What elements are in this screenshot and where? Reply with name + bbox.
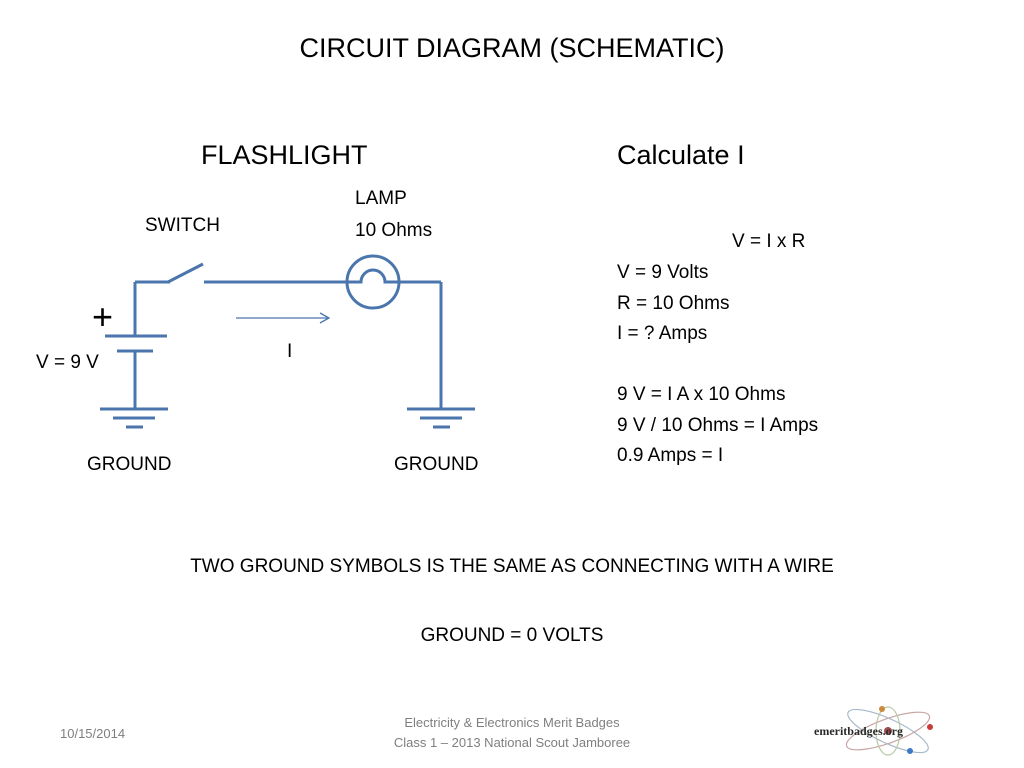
calc-line: 9 V / 10 Ohms = I Amps [617, 414, 819, 436]
logo-text: emeritbadges.org [814, 724, 903, 738]
calculate-heading: Calculate I [617, 140, 745, 170]
calc-line: I = ? Amps [617, 323, 708, 344]
slide-title: CIRCUIT DIAGRAM (SCHEMATIC) [299, 33, 725, 63]
calc-line: R = 10 Ohms [617, 292, 730, 314]
calc-line: 9 V = I A x 10 Ohms [617, 384, 786, 405]
calc-line [617, 350, 818, 381]
footer-line-2: Class 1 – 2013 National Scout Jamboree [393, 735, 631, 750]
ground-right-label: GROUND [394, 454, 479, 475]
lamp-value: 10 Ohms [355, 220, 433, 241]
calc-lines: V = 9 Volts R = 10 Ohms I = ? Amps 9 V =… [617, 258, 818, 472]
lamp-filament [347, 268, 399, 284]
voltage-label: V = 9 V [36, 352, 99, 373]
battery-plus-sign: + [92, 296, 114, 337]
footer-date: 10/15/2014 [60, 726, 126, 741]
footer-center: Electricity & Electronics Merit Badges C… [312, 713, 712, 753]
switch-label: SWITCH [145, 215, 220, 236]
current-arrow-head [319, 312, 331, 324]
flashlight-heading: FLASHLIGHT [201, 140, 368, 170]
ohms-law-formula: V = I x R [732, 231, 806, 252]
calc-line: V = 9 Volts [617, 262, 709, 283]
switch-blade [167, 262, 204, 284]
footer-line-1: Electricity & Electronics Merit Badges [404, 715, 620, 730]
logo-atom-icon: emeritbadges.org [814, 706, 933, 756]
ground-volts-note: GROUND = 0 VOLTS [420, 625, 604, 646]
emeritbadges-logo: emeritbadges.org [812, 705, 936, 757]
lamp-label: LAMP [355, 188, 407, 209]
ground-left-label: GROUND [87, 454, 172, 475]
ground-note: TWO GROUND SYMBOLS IS THE SAME AS CONNEC… [190, 556, 834, 577]
current-label: I [287, 341, 293, 362]
calc-line: 0.9 Amps = I [617, 445, 724, 466]
